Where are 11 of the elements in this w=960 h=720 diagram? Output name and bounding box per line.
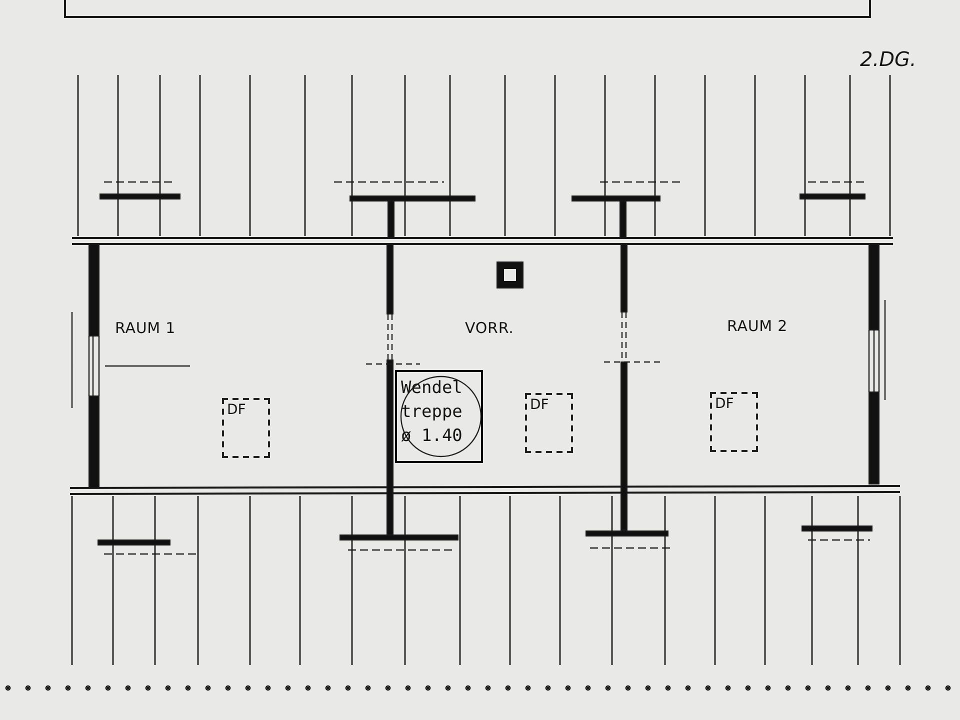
roof-window-outline: [222, 398, 270, 458]
roof-window-outline: [710, 392, 758, 452]
roof-window-label: DF: [715, 397, 734, 411]
roof-window-label: DF: [530, 398, 549, 412]
room-label: VORR.: [465, 318, 514, 339]
room-label: RAUM 1: [115, 318, 176, 339]
roof-window-label: DF: [227, 403, 246, 417]
room-label: RAUM 2: [727, 316, 788, 337]
spiral-stair-symbol: [395, 370, 483, 463]
roof-window-outline: [525, 393, 573, 453]
floor-label: 2.DG.: [860, 46, 916, 73]
